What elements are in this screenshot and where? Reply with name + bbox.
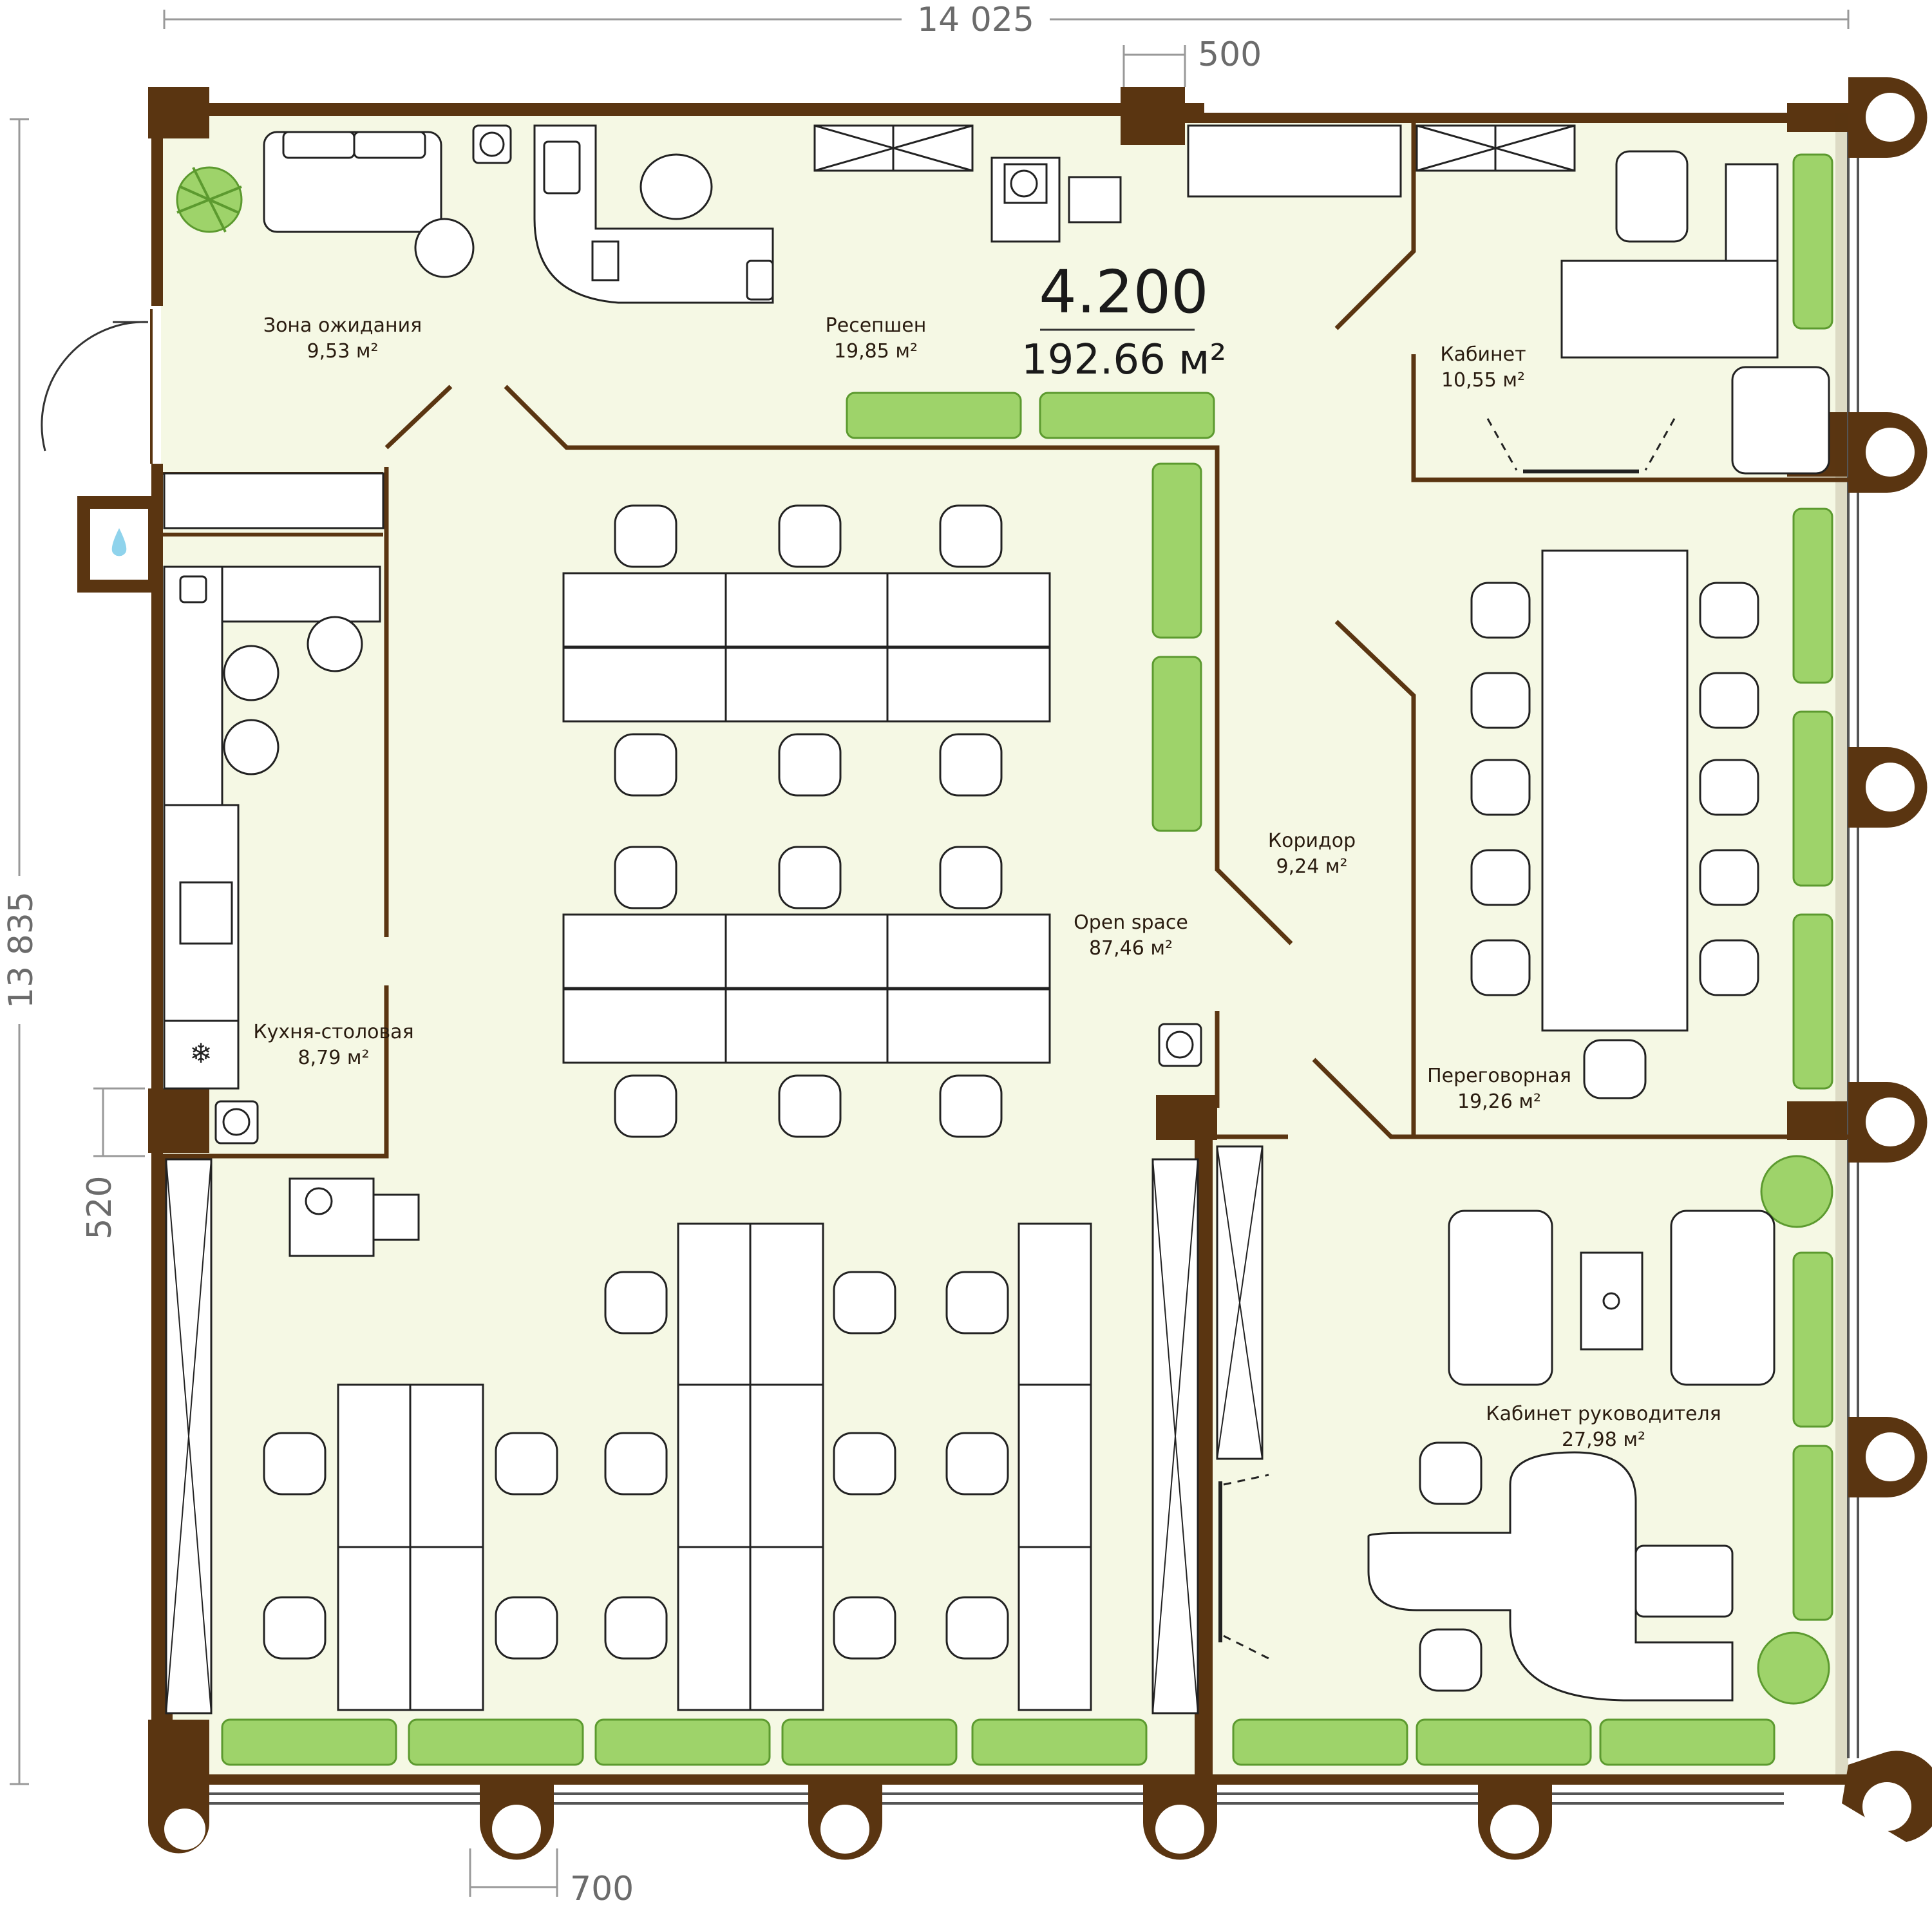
reception-desk — [533, 124, 1576, 304]
dim-column: 500 — [1198, 35, 1262, 74]
kitchen-furniture: ❄ — [163, 472, 384, 1144]
floor-number: 4.200 — [1039, 258, 1208, 327]
dim-height: 13 835 — [2, 891, 41, 1009]
floor-summary: 4.200 192.66 м² — [1021, 258, 1226, 384]
reception-area: 19,85 м² — [834, 340, 918, 363]
director-area: 27,98 м² — [1562, 1429, 1645, 1451]
potted-plant — [176, 166, 243, 233]
corridor-name: Коридор — [1268, 830, 1356, 852]
meeting-furniture — [1470, 549, 1759, 1099]
kitchen-area: 8,79 м² — [298, 1047, 370, 1069]
meeting-area: 19,26 м² — [1457, 1090, 1541, 1113]
cabinet-area: 10,55 м² — [1441, 369, 1525, 392]
director-name: Кабинет руководителя — [1486, 1403, 1721, 1425]
total-area: 192.66 м² — [1021, 336, 1226, 384]
dim-width: 14 025 — [917, 1, 1034, 39]
cabinet-furniture — [1486, 150, 1830, 475]
kitchen-name: Кухня-столовая — [253, 1021, 413, 1043]
room-labels: Зона ожидания 9,53 м² Ресепшен 19,85 м² … — [253, 314, 1721, 1451]
openspace-name: Open space — [1074, 911, 1188, 934]
dimension-column: 500 — [1122, 35, 1262, 87]
dimension-bottom: 700 — [469, 1848, 634, 1908]
waiting-furniture — [263, 124, 512, 278]
plants — [176, 153, 1833, 1766]
corridor-area: 9,24 м² — [1276, 855, 1348, 878]
dimension-top: 14 025 — [163, 0, 1850, 39]
waiting-name: Зона ожидания — [263, 314, 422, 337]
cabinet-name: Кабинет — [1440, 343, 1526, 366]
water-drop-icon — [111, 528, 127, 556]
entry-door[interactable] — [41, 309, 153, 464]
dim-side: 520 — [80, 1175, 119, 1239]
snowflake-icon: ❄ — [189, 1038, 212, 1069]
waiting-area: 9,53 м² — [307, 340, 379, 363]
columns-right — [1842, 77, 1932, 1842]
water-dispenser-wall — [77, 496, 161, 593]
meeting-name: Переговорная — [1427, 1065, 1571, 1087]
openspace-area: 87,46 м² — [1089, 937, 1173, 960]
dimension-side: 520 — [80, 1087, 145, 1240]
columns-bottom — [148, 1784, 1552, 1860]
dim-bottom: 700 — [570, 1870, 634, 1908]
openspace-desks-bottom — [165, 1023, 1264, 1714]
director-furniture — [1218, 1210, 1776, 1702]
openspace-desks-top — [289, 504, 1051, 1257]
dimension-left: 13 835 — [0, 118, 41, 1785]
reception-name: Ресепшен — [826, 314, 927, 337]
